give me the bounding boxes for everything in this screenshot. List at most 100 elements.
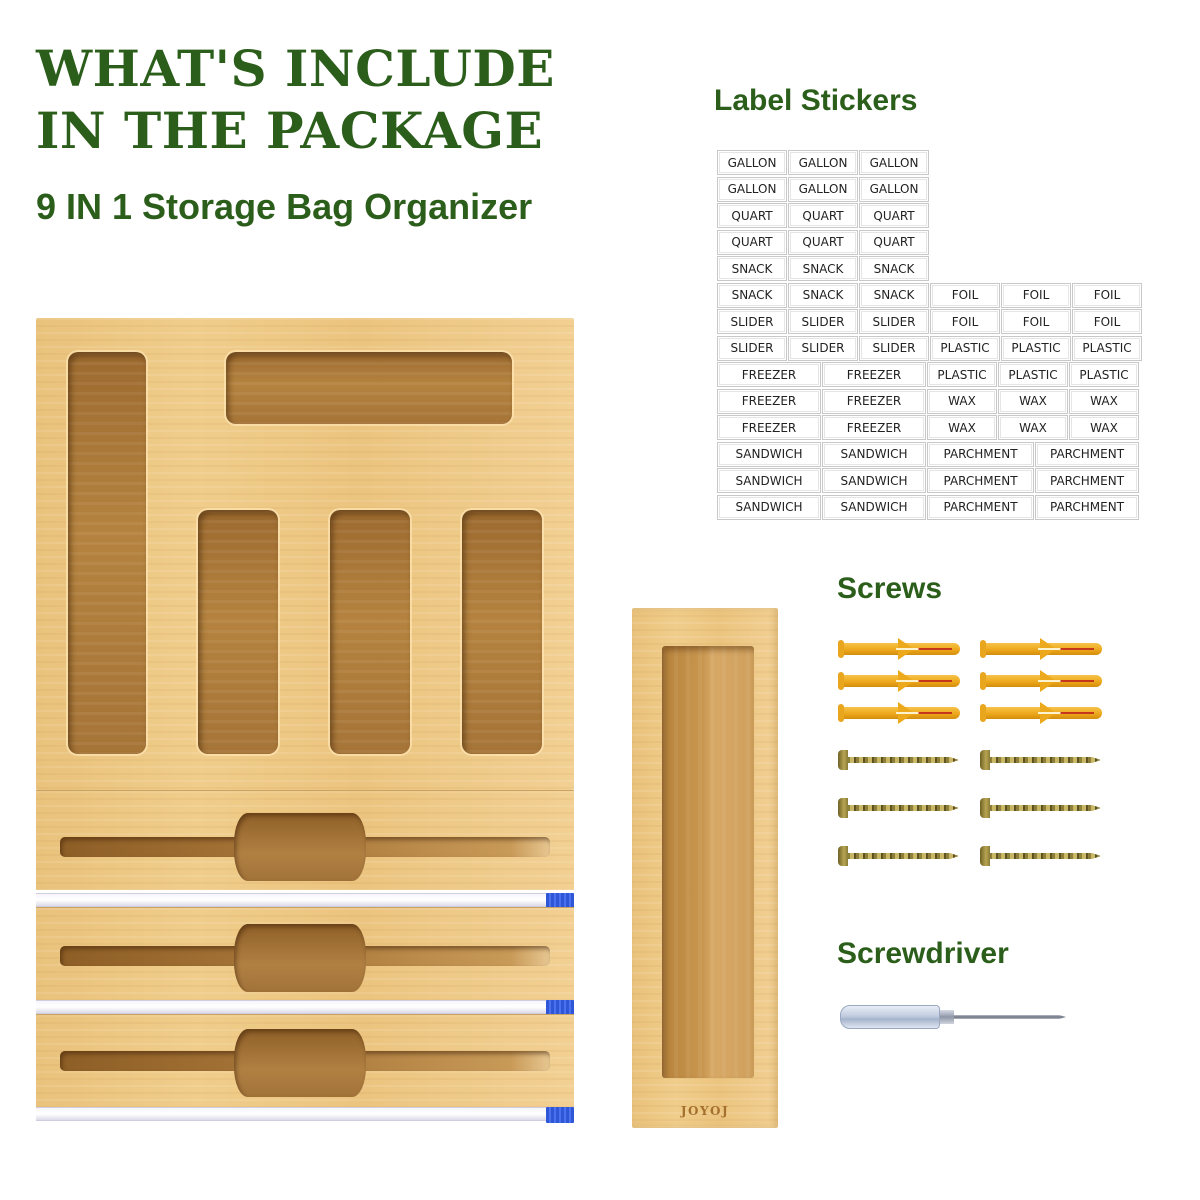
sticker-label: FREEZER xyxy=(717,362,821,387)
sticker-label: SNACK xyxy=(859,256,929,281)
bag-slot-1 xyxy=(198,510,278,754)
sticker-label: QUART xyxy=(788,203,858,228)
sticker-label: PLASTIC xyxy=(927,362,997,387)
box-window xyxy=(662,646,754,1078)
screwdriver-shaft xyxy=(954,1015,1066,1019)
sticker-label: SNACK xyxy=(788,282,858,308)
title-line-2: IN THE PACKAGE xyxy=(36,101,544,160)
sticker-label: FREEZER xyxy=(717,415,821,440)
sticker-label: WAX xyxy=(1069,415,1139,440)
screw-icon xyxy=(980,797,1108,819)
sticker-label: WAX xyxy=(1069,388,1139,414)
sticker-label: SLIDER xyxy=(788,335,858,361)
sticker-label: PARCHMENT xyxy=(927,441,1034,467)
screws-heading: Screws xyxy=(837,572,943,605)
cutter-cap-icon xyxy=(546,1107,574,1123)
sticker-label: SANDWICH xyxy=(717,468,821,493)
wall-anchor-icon xyxy=(838,702,966,724)
sticker-label: SNACK xyxy=(717,256,787,281)
organizer-top-panel xyxy=(36,318,574,790)
sticker-label: SLIDER xyxy=(717,309,787,334)
sticker-label: SNACK xyxy=(859,282,929,308)
sticker-label: PARCHMENT xyxy=(1035,468,1139,493)
gallon-slot xyxy=(68,352,146,754)
cutter-bar-3[interactable] xyxy=(36,1107,574,1123)
screw-icon xyxy=(838,797,966,819)
screwdriver-heading: Screwdriver xyxy=(837,937,1009,970)
screw-icon xyxy=(980,845,1108,867)
wrap-drawer-1[interactable] xyxy=(36,790,574,890)
sticker-label: FOIL xyxy=(1001,282,1071,308)
sticker-label: SANDWICH xyxy=(822,494,926,520)
wall-anchor-icon xyxy=(980,702,1108,724)
sticker-label: QUART xyxy=(717,229,787,255)
wrap-drawer-2[interactable] xyxy=(36,907,574,1007)
drawer-handle[interactable] xyxy=(234,924,366,992)
bag-slot-3 xyxy=(462,510,542,754)
sticker-label: GALLON xyxy=(717,150,787,175)
wide-slot xyxy=(226,352,512,424)
screwdriver-icon xyxy=(840,1003,1066,1031)
box-brand-logo: JOYOJ xyxy=(680,1104,730,1118)
sticker-label: PLASTIC xyxy=(998,362,1068,387)
sticker-label: GALLON xyxy=(859,176,929,202)
product-subtitle: 9 IN 1 Storage Bag Organizer xyxy=(36,186,533,227)
sticker-label: GALLON xyxy=(717,176,787,202)
wrap-drawer-3[interactable] xyxy=(36,1014,574,1114)
cutter-bar-2[interactable] xyxy=(36,1000,574,1016)
sticker-label: SANDWICH xyxy=(822,468,926,493)
sticker-label: PLASTIC xyxy=(1069,362,1139,387)
sticker-label: FREEZER xyxy=(717,388,821,414)
wall-anchor-icon xyxy=(838,670,966,692)
sticker-label: FOIL xyxy=(1072,282,1142,308)
drawer-handle[interactable] xyxy=(234,813,366,881)
sticker-label: SLIDER xyxy=(859,335,929,361)
sticker-label: FREEZER xyxy=(822,388,926,414)
sticker-label: SANDWICH xyxy=(822,441,926,467)
label-stickers-heading: Label Stickers xyxy=(714,84,918,117)
sticker-label: PLASTIC xyxy=(930,335,1000,361)
screw-icon xyxy=(838,845,966,867)
sticker-label: WAX xyxy=(998,415,1068,440)
wall-anchor-icon xyxy=(980,670,1108,692)
drawer-handle[interactable] xyxy=(234,1029,366,1097)
sticker-label: SANDWICH xyxy=(717,494,821,520)
sticker-label: SLIDER xyxy=(859,309,929,334)
sticker-label: FOIL xyxy=(930,282,1000,308)
sticker-label: PARCHMENT xyxy=(1035,494,1139,520)
cutter-cap-icon xyxy=(546,893,574,909)
sticker-label: PARCHMENT xyxy=(927,468,1034,493)
wall-anchor-icon xyxy=(838,638,966,660)
sticker-label: GALLON xyxy=(859,150,929,175)
sticker-label: WAX xyxy=(998,388,1068,414)
sticker-label: FOIL xyxy=(930,309,1000,334)
sticker-label: WAX xyxy=(927,415,997,440)
sticker-label: QUART xyxy=(717,203,787,228)
sticker-label: PARCHMENT xyxy=(927,494,1034,520)
bamboo-box: JOYOJ xyxy=(632,608,778,1128)
sticker-label: FREEZER xyxy=(822,415,926,440)
cutter-bar-1[interactable] xyxy=(36,893,574,909)
screwdriver-ferrule xyxy=(940,1010,954,1024)
sticker-label: SNACK xyxy=(717,282,787,308)
sticker-label: QUART xyxy=(859,229,929,255)
sticker-label: SLIDER xyxy=(717,335,787,361)
title-line-1: WHAT'S INCLUDE xyxy=(36,39,555,98)
sticker-label: SANDWICH xyxy=(717,441,821,467)
sticker-label: FOIL xyxy=(1072,309,1142,334)
screwdriver-handle xyxy=(840,1005,940,1029)
bag-slot-2 xyxy=(330,510,410,754)
sticker-label: PLASTIC xyxy=(1001,335,1071,361)
